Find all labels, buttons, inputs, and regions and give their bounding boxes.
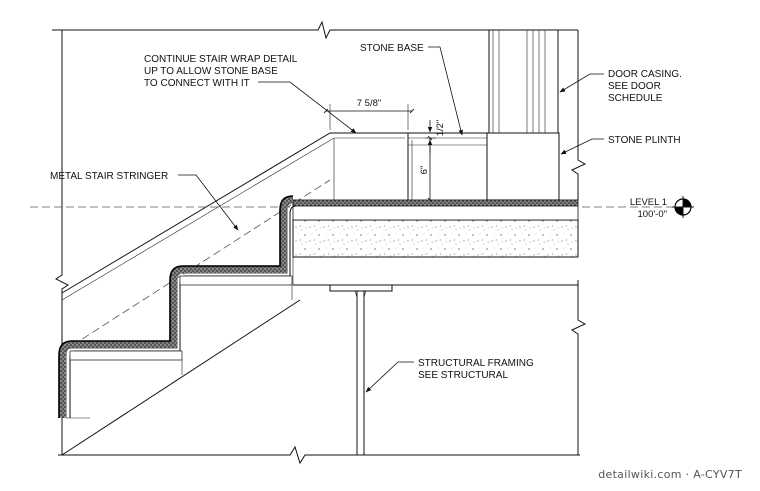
level-name: LEVEL 1: [630, 197, 667, 208]
stair-steps: [58, 195, 297, 419]
steel-beam: [329, 284, 393, 455]
door-casing: [488, 30, 559, 134]
bottom-break-line: [58, 445, 580, 465]
dimension-width: [323, 104, 415, 130]
dimension-width-label: 7 5/8": [357, 98, 382, 109]
level-elevation: 100'-0": [638, 209, 667, 220]
leader-stringer: [178, 174, 239, 231]
watermark: detailwiki.com · A-CYV7T: [598, 468, 742, 481]
note-stone-plinth: STONE PLINTH: [608, 135, 681, 146]
top-break-line: [52, 20, 578, 40]
leader-stair-wrap: [258, 81, 357, 134]
leader-door-casing: [559, 73, 604, 93]
dimension-height: [425, 135, 436, 203]
stone-base: [407, 132, 487, 200]
note-stone-base: STONE BASE: [360, 43, 424, 54]
leader-framing: [365, 361, 414, 393]
leader-stone-plinth: [560, 138, 604, 155]
right-break-marks: [570, 30, 587, 455]
note-stringer: METAL STAIR STRINGER: [50, 171, 168, 182]
leader-stone-base: [428, 46, 463, 136]
left-wall: [55, 30, 69, 455]
floor-stone-finish: [292, 199, 579, 221]
floor-slab: [292, 219, 579, 286]
dimension-gap-label: 1/2": [435, 120, 446, 137]
stone-plinth: [486, 132, 560, 201]
note-framing: STRUCTURAL FRAMING SEE STRUCTURAL: [418, 358, 537, 381]
note-stair-wrap: CONTINUE STAIR WRAP DETAIL UP TO ALLOW S…: [144, 54, 300, 89]
dimension-height-label: 6": [419, 166, 430, 175]
level-marker-icon: [672, 196, 694, 218]
note-door-casing: DOOR CASING. SEE DOOR SCHEDULE: [608, 69, 685, 104]
